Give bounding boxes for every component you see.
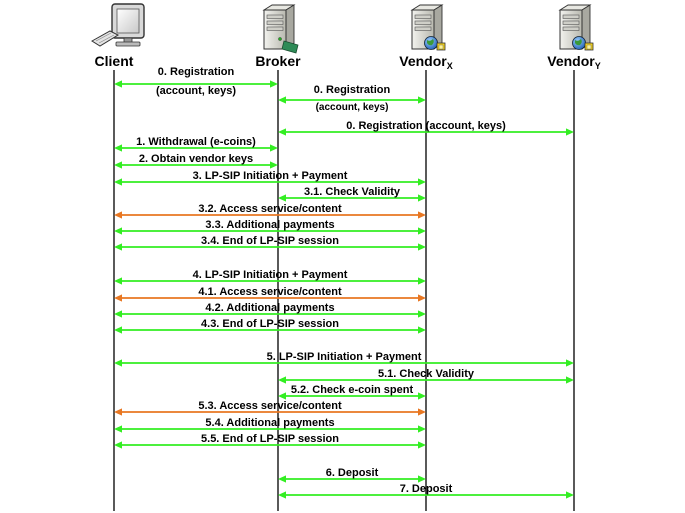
message-label: 5.2. Check e-coin spent — [291, 384, 414, 396]
message-8: 3.3. Additional payments — [114, 219, 426, 235]
server-icon — [262, 4, 299, 54]
message-7: 3.2. Access service/content — [114, 203, 426, 219]
message-label: 5.1. Check Validity — [378, 368, 475, 380]
message-3: 1. Withdrawal (e-coins) — [114, 136, 278, 152]
message-label: 5.3. Access service/content — [198, 400, 342, 412]
message-label: 3. LP-SIP Initiation + Payment — [193, 170, 348, 182]
server-globe-icon — [410, 4, 446, 51]
message-11: 4.1. Access service/content — [114, 286, 426, 302]
message-6: 3.1. Check Validity — [278, 186, 426, 202]
message-0: 0. Registration (account, keys) — [114, 66, 278, 97]
message-label: 4.3. End of LP-SIP session — [201, 318, 339, 330]
message-label: 6. Deposit — [326, 467, 379, 479]
message-label: 5.5. End of LP-SIP session — [201, 433, 339, 445]
message-label: 2. Obtain vendor keys — [139, 153, 253, 165]
message-label-line2: (account, keys) — [316, 102, 389, 113]
message-label: 4.2. Additional payments — [205, 302, 334, 314]
message-label: 3.1. Check Validity — [304, 186, 401, 198]
message-label: 7. Deposit — [400, 483, 453, 495]
message-label: 3.3. Additional payments — [205, 219, 334, 231]
message-label: 5.4. Additional payments — [205, 417, 334, 429]
message-label: 5. LP-SIP Initiation + Payment — [267, 351, 422, 363]
message-label: 1. Withdrawal (e-coins) — [136, 136, 256, 148]
message-5: 3. LP-SIP Initiation + Payment — [114, 170, 426, 186]
message-17: 5.3. Access service/content — [114, 400, 426, 416]
message-20: 6. Deposit — [278, 467, 426, 483]
message-label: 3.2. Access service/content — [198, 203, 342, 215]
message-label: 0. Registration — [158, 66, 235, 78]
message-16: 5.2. Check e-coin spent — [278, 384, 426, 400]
actor-label-vy: VendorY — [547, 53, 600, 71]
desktop-computer-icon — [91, 3, 145, 47]
message-1: 0. Registration (account, keys) — [278, 84, 426, 113]
message-label: 4. LP-SIP Initiation + Payment — [193, 269, 348, 281]
message-label: 0. Registration (account, keys) — [346, 120, 506, 132]
message-label: 3.4. End of LP-SIP session — [201, 235, 339, 247]
message-14: 5. LP-SIP Initiation + Payment — [114, 351, 574, 367]
message-label: 4.1. Access service/content — [198, 286, 342, 298]
message-19: 5.5. End of LP-SIP session — [114, 433, 426, 449]
actor-label-broker: Broker — [255, 53, 301, 69]
actor-label-vx: VendorX — [399, 53, 452, 71]
actor-label-client: Client — [95, 53, 134, 69]
message-2: 0. Registration (account, keys) — [278, 120, 574, 136]
message-12: 4.2. Additional payments — [114, 302, 426, 318]
message-4: 2. Obtain vendor keys — [114, 153, 278, 169]
message-label-line2: (account, keys) — [156, 85, 236, 97]
message-13: 4.3. End of LP-SIP session — [114, 318, 426, 334]
message-18: 5.4. Additional payments — [114, 417, 426, 433]
message-9: 3.4. End of LP-SIP session — [114, 235, 426, 251]
message-label: 0. Registration — [314, 84, 391, 96]
message-21: 7. Deposit — [278, 483, 574, 499]
server-globe-icon — [558, 4, 594, 51]
message-15: 5.1. Check Validity — [278, 368, 574, 384]
message-10: 4. LP-SIP Initiation + Payment — [114, 269, 426, 285]
